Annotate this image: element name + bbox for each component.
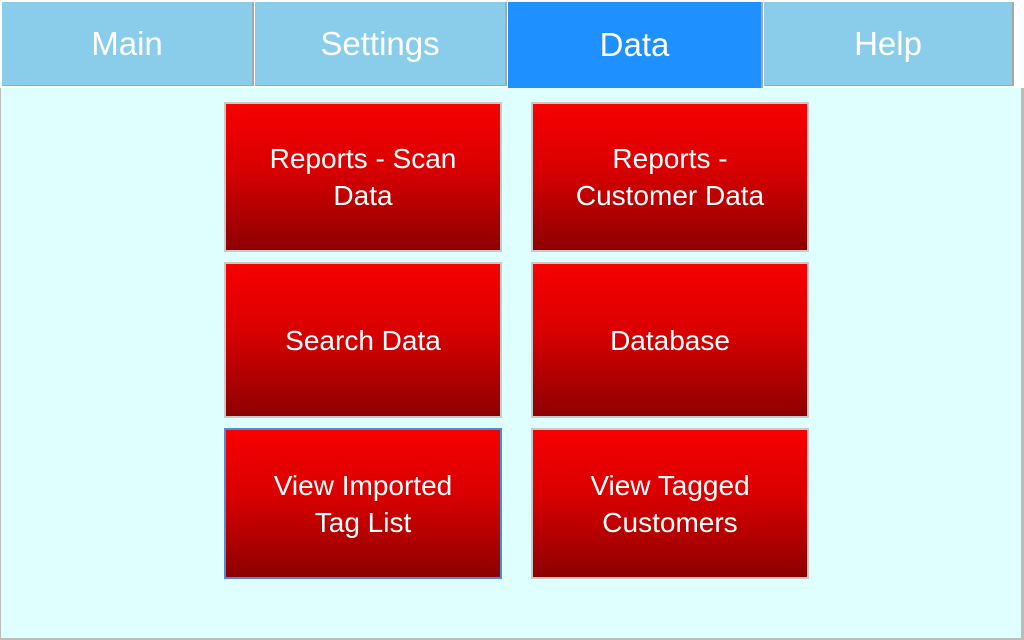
search-data-label: Search Data [285, 324, 441, 356]
tab-main[interactable]: Main [2, 2, 254, 86]
tab-main-label: Main [91, 24, 163, 62]
tab-settings[interactable]: Settings [255, 2, 507, 86]
reports-customer-data-label: Reports - Customer Data [575, 143, 765, 211]
tab-settings-label: Settings [320, 24, 440, 62]
view-tagged-customers-button[interactable]: View Tagged Customers [531, 428, 809, 579]
database-button[interactable]: Database [531, 262, 809, 418]
tab-help[interactable]: Help [764, 2, 1014, 86]
view-tagged-customers-label: View Tagged Customers [590, 469, 750, 538]
data-menu-panel: Reports - Scan Data Reports - Customer D… [0, 88, 1024, 640]
reports-scan-data-button[interactable]: Reports - Scan Data [224, 102, 502, 252]
view-imported-tag-list-button[interactable]: View Imported Tag List [224, 428, 502, 579]
tab-data[interactable]: Data [508, 2, 763, 88]
view-imported-tag-list-label: View Imported Tag List [273, 469, 453, 538]
tab-bar: Main Settings Data Help [0, 0, 1024, 88]
reports-customer-data-button[interactable]: Reports - Customer Data [531, 102, 809, 252]
tab-help-label: Help [854, 24, 922, 62]
reports-scan-data-label: Reports - Scan Data [269, 143, 457, 211]
search-data-button[interactable]: Search Data [224, 262, 502, 418]
database-label: Database [610, 324, 730, 356]
tab-data-label: Data [599, 26, 670, 63]
